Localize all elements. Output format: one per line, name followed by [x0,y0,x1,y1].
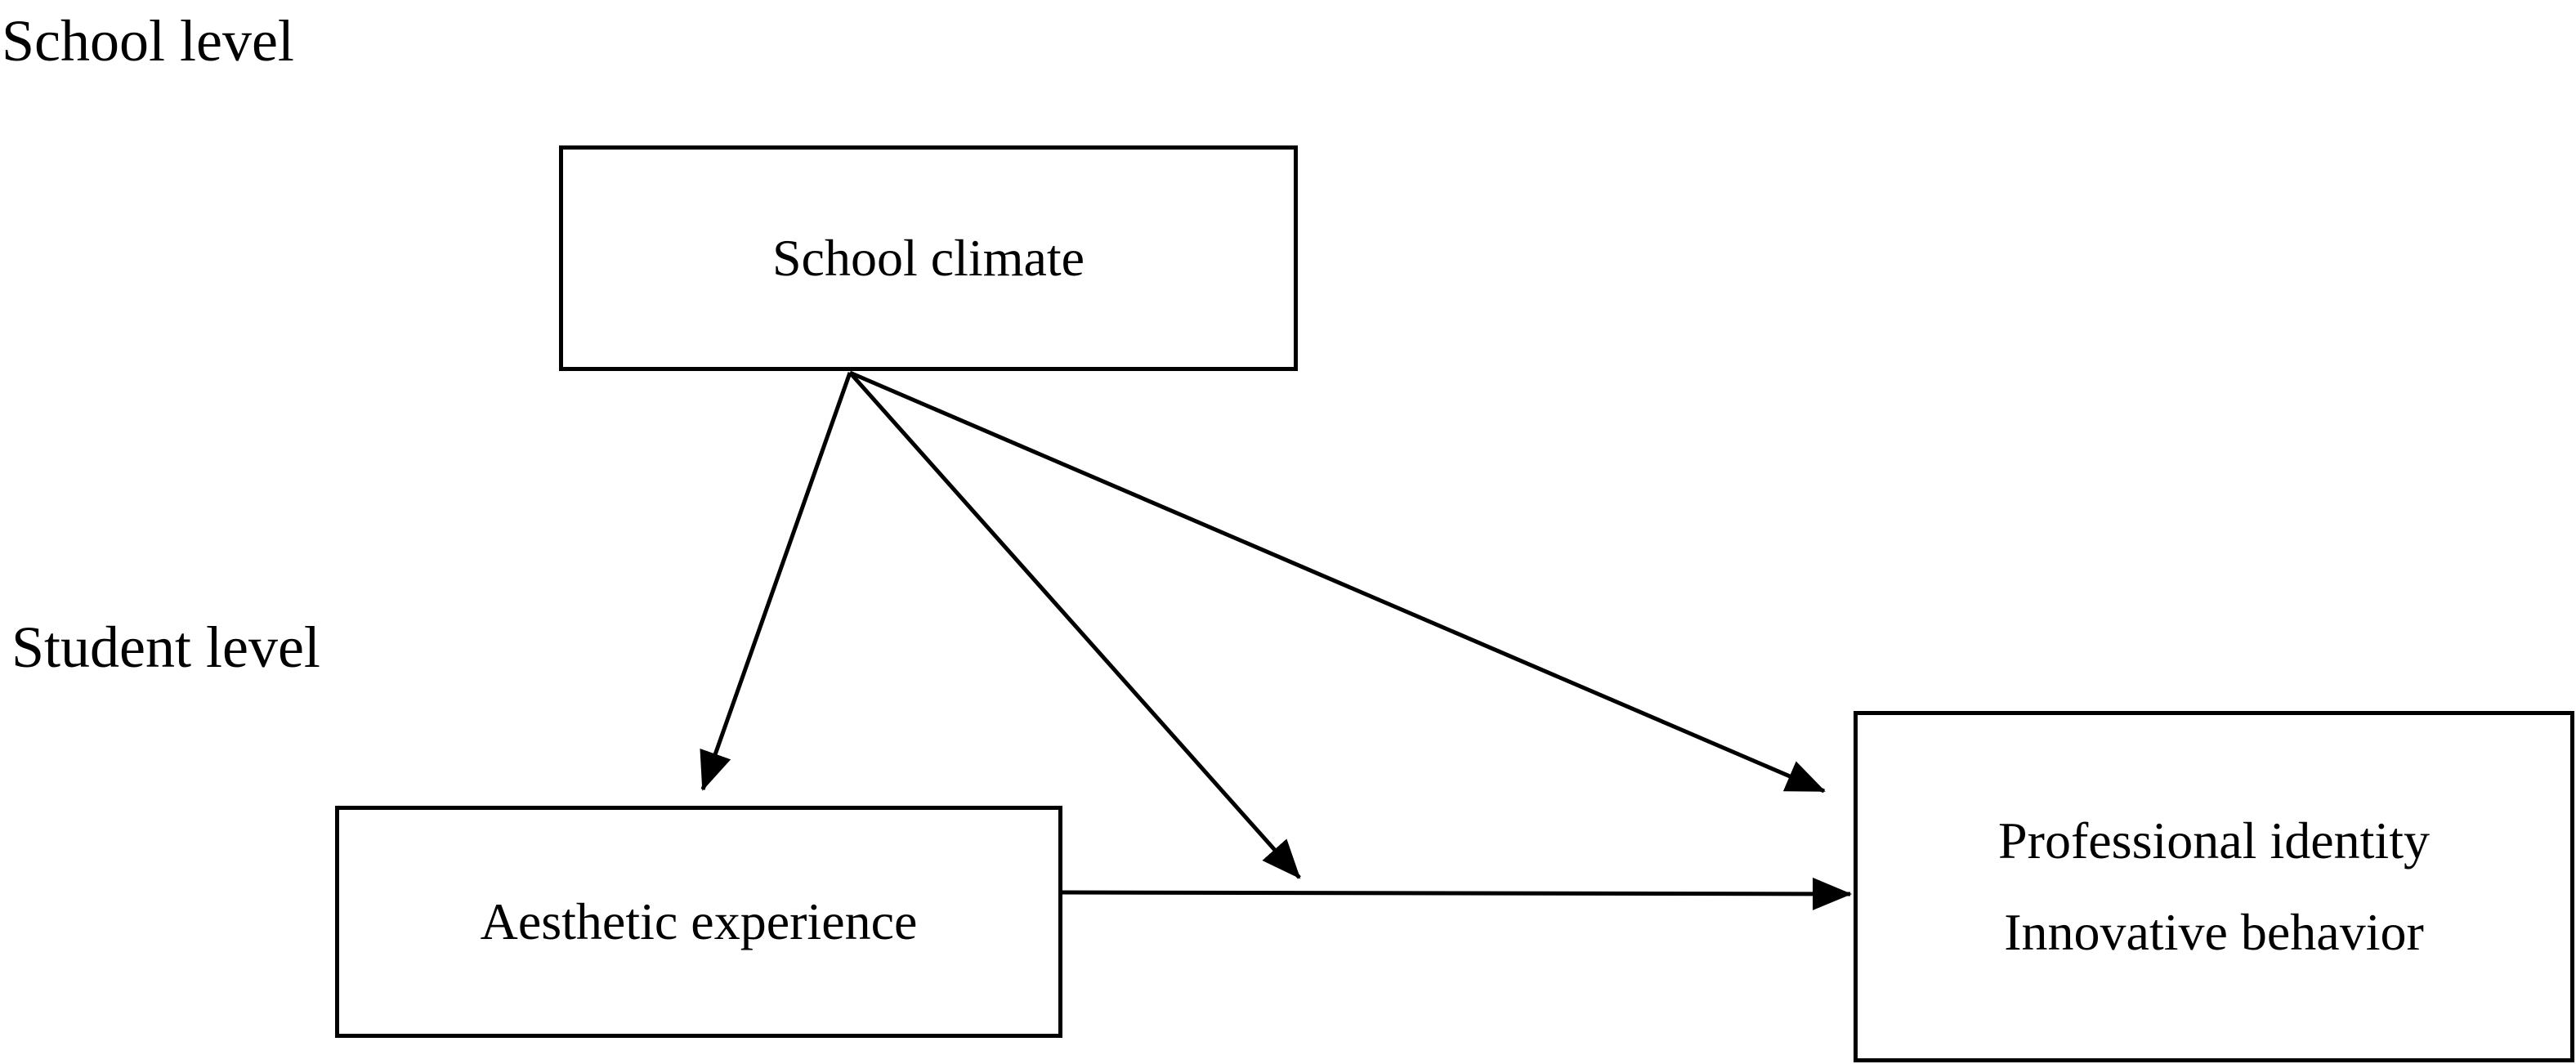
aesthetic-experience-label: Aesthetic experience [480,892,918,950]
edge-climate-to-outcomes [849,370,1826,794]
edge-aesthetic-to-outcomes [1062,877,1852,910]
school-level-label: School level [2,8,294,74]
school-climate-label: School climate [771,229,1085,287]
student-level-label: Student level [11,615,320,680]
innovative-behavior-label: Innovative behavior [2004,903,2424,961]
aesthetic-experience-node: Aesthetic experience [335,806,1062,1038]
professional-identity-label: Professional identity [1998,811,2430,870]
outcomes-node: Professional identity Innovative behavio… [1854,711,2574,1062]
edge-climate-to-aesthetic [700,372,852,791]
school-climate-node: School climate [559,145,1298,371]
edge-climate-moderation [848,371,1301,879]
